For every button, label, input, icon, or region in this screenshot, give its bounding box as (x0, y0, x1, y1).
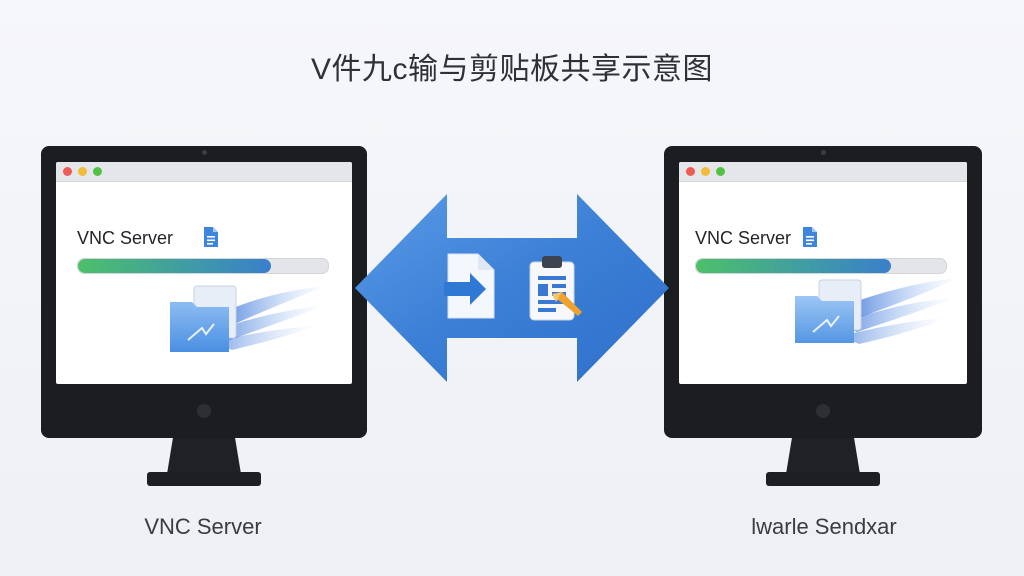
app-label: VNC Server (695, 228, 792, 248)
right-monitor: VNC Server (664, 146, 982, 486)
app-label: VNC Server (77, 228, 174, 248)
monitor-stand-neck (167, 438, 241, 474)
monitor-screen: VNC Server (679, 162, 967, 384)
folder-icon (170, 285, 326, 352)
diagram-title: V件九c输与剪贴板共享示意图 (310, 53, 713, 86)
progress-fill (696, 259, 891, 273)
file-transfer-icon (444, 253, 495, 319)
window-titlebar (679, 162, 967, 182)
monitor-screen: VNC Server (56, 162, 352, 384)
close-dot[interactable] (63, 167, 72, 176)
camera-icon (202, 150, 207, 155)
progress-bar (77, 258, 329, 274)
monitor-bezel: VNC Server (664, 146, 982, 438)
window-titlebar (56, 162, 352, 182)
minimize-dot[interactable] (78, 167, 87, 176)
monitor-bezel: VNC Server (41, 146, 367, 438)
monitor-stand-foot (766, 472, 880, 486)
right-monitor-caption: lwarle Sendxar (751, 514, 897, 539)
monitor-chin (41, 384, 367, 438)
camera-icon (821, 150, 826, 155)
document-icon (803, 227, 817, 247)
maximize-dot[interactable] (93, 167, 102, 176)
close-dot[interactable] (686, 167, 695, 176)
power-button-icon[interactable] (816, 404, 830, 418)
folder-icon (795, 278, 959, 344)
power-button-icon[interactable] (197, 404, 211, 418)
minimize-dot[interactable] (701, 167, 710, 176)
progress-fill (78, 259, 271, 273)
maximize-dot[interactable] (716, 167, 725, 176)
left-monitor-caption: VNC Server (144, 514, 262, 539)
monitor-chin (664, 384, 982, 438)
document-icon (204, 227, 218, 247)
progress-bar (695, 258, 947, 274)
monitor-stand-foot (147, 472, 261, 486)
double-arrow-icon (355, 194, 669, 382)
clipboard-icon (529, 256, 582, 321)
left-monitor: VNC Server (41, 146, 367, 486)
monitor-stand-neck (786, 438, 860, 474)
